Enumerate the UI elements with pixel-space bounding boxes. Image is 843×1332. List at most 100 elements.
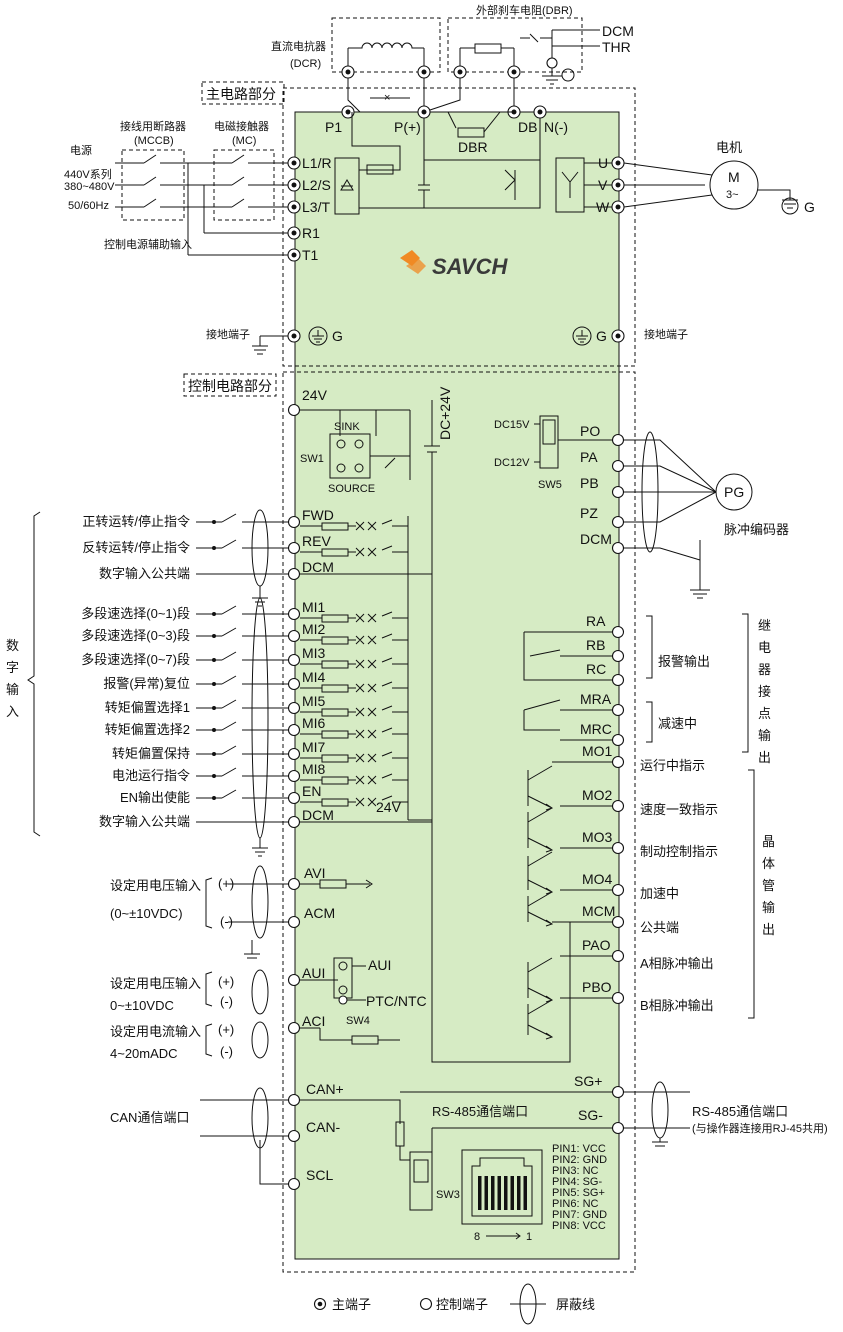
output-u: U xyxy=(598,155,608,171)
nminus-label: N(-) xyxy=(544,119,568,135)
can-minus-label: CAN- xyxy=(306,1119,341,1135)
pplus-label: P(+) xyxy=(394,119,421,135)
relay-terminal-label: RB xyxy=(586,637,605,653)
digital-input-label: 转矩偏置选择1 xyxy=(105,700,190,715)
terminal-dcm xyxy=(287,815,301,829)
thr-label: THR xyxy=(602,39,631,55)
decel-label: 减速中 xyxy=(658,716,697,731)
svg-text:SAVCH: SAVCH xyxy=(432,254,508,279)
svg-text:PIN6: NC: PIN6: NC xyxy=(552,1198,599,1210)
terminal-label: MI8 xyxy=(302,761,326,777)
dcr-title: 直流电抗器 xyxy=(271,39,326,53)
transistor-terminal-label: MO2 xyxy=(582,787,613,803)
sw5-switch[interactable] xyxy=(539,415,559,469)
motor-icon xyxy=(709,160,759,210)
transistor-terminal-label: MO4 xyxy=(582,871,613,887)
frequency: 50/60Hz xyxy=(68,200,109,212)
transistor-output-label: 制动控制指示 xyxy=(640,844,718,859)
svg-text:器: 器 xyxy=(758,662,771,677)
terminal-label: DCM xyxy=(302,807,334,823)
terminal-mi3 xyxy=(287,653,301,667)
terminal-mi6 xyxy=(287,723,301,737)
svg-text:数: 数 xyxy=(6,638,19,653)
digital-input-label: 多段速选择(0~1)段 xyxy=(81,606,190,621)
digital-input-label: 数字输入公共端 xyxy=(99,814,190,829)
voltage-input-1-label: 设定用电压输入 xyxy=(110,878,201,893)
sw3-switch[interactable] xyxy=(409,1151,433,1211)
current-input-range: 4~20mADC xyxy=(110,1046,178,1061)
transistor-terminal-mo3 xyxy=(611,841,625,855)
ground-right-label: 接地端子 xyxy=(644,328,688,341)
svg-text:PG: PG xyxy=(724,484,744,500)
pg-terminal-label: PZ xyxy=(580,505,598,521)
terminal-mi1 xyxy=(287,607,301,621)
pg-encoder-label: 脉冲编码器 xyxy=(724,522,789,537)
aux-power-label: 控制电源辅助输入 xyxy=(104,237,192,251)
terminal-label: MI1 xyxy=(302,599,326,615)
motor-output-terminals xyxy=(611,156,625,214)
transistor-terminal-label: MO3 xyxy=(582,829,613,845)
pg-terminal-label: DCM xyxy=(580,531,612,547)
svg-text:M: M xyxy=(728,169,740,185)
svg-text:输: 输 xyxy=(6,682,19,697)
pg-terminal-pa xyxy=(611,459,625,473)
voltage-series: 440V系列 xyxy=(64,167,112,181)
input-l2: L2/S xyxy=(302,177,331,193)
can-terminals xyxy=(287,1093,301,1191)
rj45-port-icon xyxy=(461,1149,543,1225)
legend: 主端子 控制端子 屏蔽线 xyxy=(313,1283,595,1325)
switch-contact-icon xyxy=(212,706,216,710)
digital-input-label: 报警(异常)复位 xyxy=(103,676,190,691)
terminal-label: MI7 xyxy=(302,739,326,755)
voltage-input-1-range: (0~±10VDC) xyxy=(110,906,183,921)
relay-terminal-label: RA xyxy=(586,613,606,629)
current-input-label: 设定用电流输入 xyxy=(110,1024,201,1039)
mc-code: (MC) xyxy=(232,135,256,147)
pg-terminal-label: PO xyxy=(580,423,600,439)
switch-contact-icon xyxy=(212,546,216,550)
svg-text:1: 1 xyxy=(526,1231,532,1243)
svg-text:3~: 3~ xyxy=(726,189,739,201)
input-r1: R1 xyxy=(302,225,320,241)
alarm-output-label: 报警输出 xyxy=(658,654,710,669)
control-section-label: 控制电路部分 xyxy=(188,378,272,394)
terminal-label: REV xyxy=(302,533,331,549)
savch-logo: SAVCH xyxy=(400,250,508,279)
digital-input-label: EN输出使能 xyxy=(120,790,190,805)
transistor-output-label: 加速中 xyxy=(640,886,679,901)
dcr-coil-icon xyxy=(347,42,425,70)
main-section-label: 主电路部分 xyxy=(206,86,276,102)
input-l1: L1/R xyxy=(302,155,332,171)
sw3-label: SW3 xyxy=(436,1189,460,1201)
pg-terminal-label: PA xyxy=(580,449,598,465)
avi-label: AVI xyxy=(304,865,326,881)
sw1-label: SW1 xyxy=(300,453,324,465)
terminal-mi8 xyxy=(287,769,301,783)
terminal-mi7 xyxy=(287,747,301,761)
switch-contact-icon xyxy=(212,728,216,732)
transistor-terminal-label: PBO xyxy=(582,979,612,995)
svg-text:体: 体 xyxy=(762,856,775,871)
legend-ctrl: 控制端子 xyxy=(436,1297,488,1312)
svg-text:继: 继 xyxy=(758,618,771,633)
svg-text:(+): (+) xyxy=(218,876,234,891)
pg-terminal-po xyxy=(611,433,625,447)
terminal-dcm xyxy=(287,567,301,581)
digital-input-label: 转矩偏置选择2 xyxy=(105,722,190,737)
svg-text:PIN3: NC: PIN3: NC xyxy=(552,1165,599,1177)
switch-contact-icon xyxy=(212,658,216,662)
voltage-input-2-label: 设定用电压输入 xyxy=(110,976,201,991)
svg-text:出: 出 xyxy=(758,750,771,765)
terminal-mi4 xyxy=(287,677,301,691)
dcr-code: (DCR) xyxy=(290,58,321,70)
transistor-terminal-label: MO1 xyxy=(582,743,613,759)
dbr-title: 外部刹车电阻(DBR) xyxy=(476,3,573,17)
output-v: V xyxy=(598,177,608,193)
svg-text:(+): (+) xyxy=(218,974,234,989)
digital-input-label: 数字输入公共端 xyxy=(99,566,190,581)
